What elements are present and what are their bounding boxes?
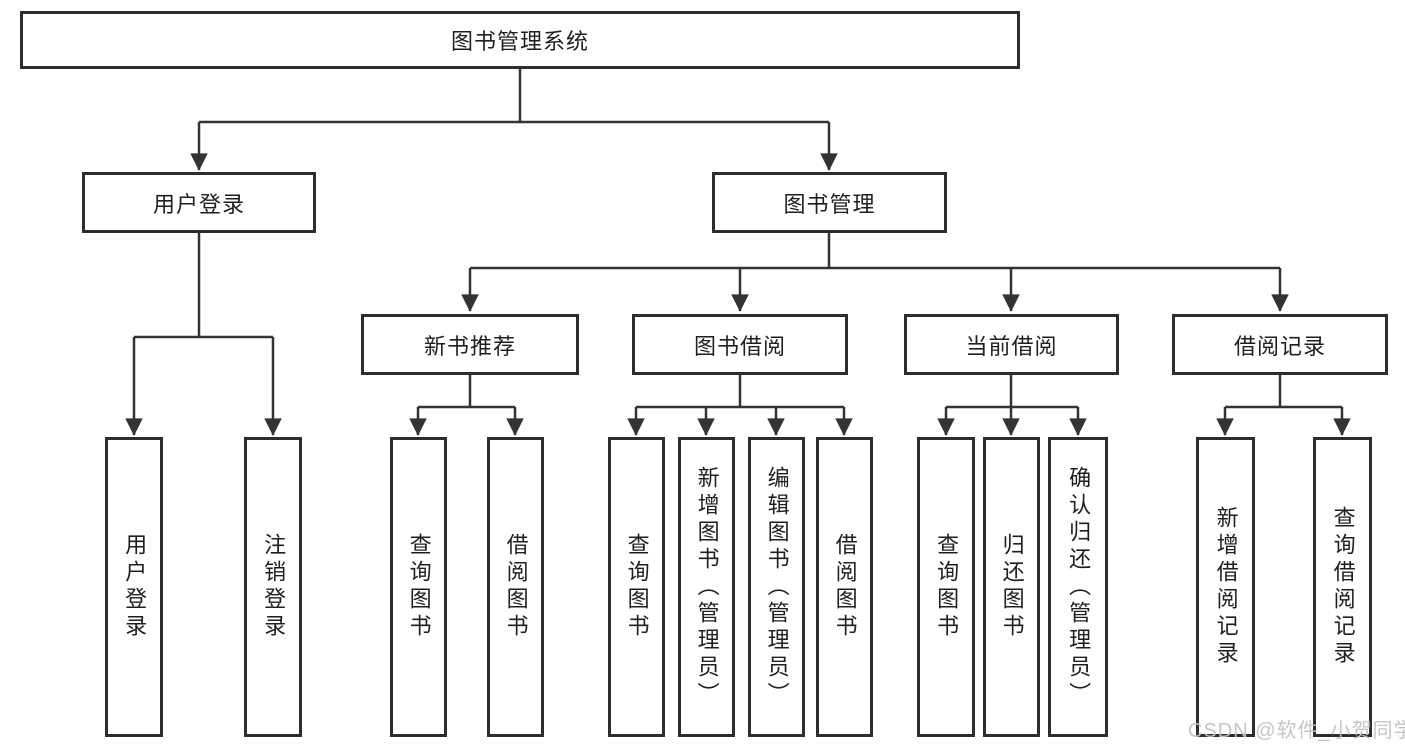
leaf-add-books-admin: 新增图书（管理员） xyxy=(678,437,735,737)
leaf-logout-label: 注销登录 xyxy=(261,533,287,641)
node-user-login: 用户登录 xyxy=(82,172,316,233)
leaf-add-borrow-record-label: 新增借阅记录 xyxy=(1213,506,1239,668)
leaf-return-books: 归还图书 xyxy=(983,437,1040,737)
leaf-edit-books-admin-label: 编辑图书（管理员） xyxy=(764,465,790,709)
node-borrow-records: 借阅记录 xyxy=(1172,314,1388,375)
leaf-borrow-query-books: 查询图书 xyxy=(608,437,665,737)
leaf-current-query-books: 查询图书 xyxy=(917,437,975,737)
leaf-confirm-return-admin-label: 确认归还（管理员） xyxy=(1066,465,1092,709)
leaf-borrow-books-label: 借阅图书 xyxy=(832,533,858,641)
leaf-borrow-books: 借阅图书 xyxy=(816,437,873,737)
leaf-add-books-admin-label: 新增图书（管理员） xyxy=(694,465,720,709)
watermark: CSDN @软件_小贺同学 xyxy=(1188,720,1405,742)
connector-recommend-to-leaves xyxy=(409,375,524,436)
connector-userlogin-to-leaves xyxy=(125,233,282,436)
connector-current-to-leaves xyxy=(937,375,1087,436)
node-new-book-recommend: 新书推荐 xyxy=(361,314,579,375)
leaf-borrow-query-books-label: 查询图书 xyxy=(624,533,650,641)
leaf-confirm-return-admin: 确认归还（管理员） xyxy=(1048,437,1108,737)
leaf-recommend-query-books: 查询图书 xyxy=(390,437,447,737)
connector-root-to-level2 xyxy=(190,69,838,171)
connector-bookmgmt-to-level3 xyxy=(461,233,1289,312)
leaf-return-books-label: 归还图书 xyxy=(999,533,1025,641)
leaf-recommend-query-books-label: 查询图书 xyxy=(406,533,432,641)
connector-records-to-leaves xyxy=(1216,375,1351,436)
leaf-current-query-books-label: 查询图书 xyxy=(934,533,960,641)
leaf-recommend-borrow-books: 借阅图书 xyxy=(487,437,544,737)
leaf-query-borrow-record-label: 查询借阅记录 xyxy=(1330,506,1356,668)
leaf-user-login-label: 用户登录 xyxy=(122,533,148,641)
node-root: 图书管理系统 xyxy=(20,11,1020,69)
leaf-logout: 注销登录 xyxy=(244,437,302,737)
leaf-recommend-borrow-books-label: 借阅图书 xyxy=(503,533,529,641)
node-current-borrow: 当前借阅 xyxy=(904,314,1119,375)
leaf-user-login: 用户登录 xyxy=(105,437,163,737)
leaf-add-borrow-record: 新增借阅记录 xyxy=(1196,437,1255,737)
node-book-borrow: 图书借阅 xyxy=(632,314,848,375)
connector-borrow-to-leaves xyxy=(627,375,853,436)
leaf-query-borrow-record: 查询借阅记录 xyxy=(1313,437,1372,737)
leaf-edit-books-admin: 编辑图书（管理员） xyxy=(748,437,805,737)
node-book-management: 图书管理 xyxy=(712,172,947,233)
